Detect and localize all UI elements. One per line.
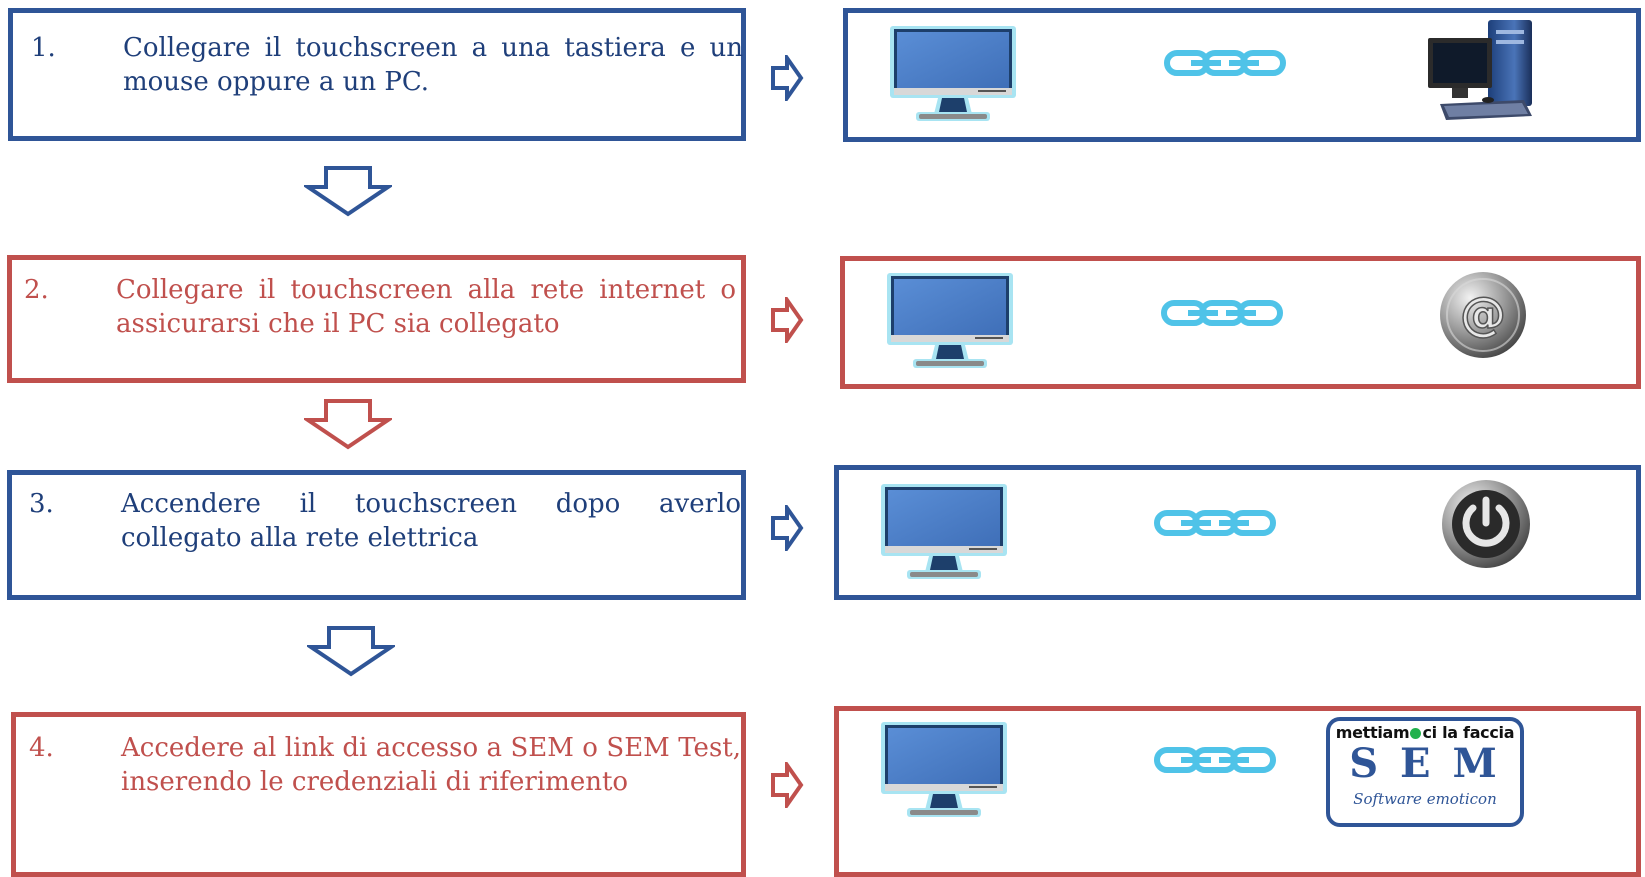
step-text: Collegare il touchscreen a una tastiera … bbox=[123, 33, 743, 97]
chain-link-icon bbox=[1163, 48, 1288, 78]
arrow-right-icon bbox=[770, 297, 804, 343]
desktop-pc-icon bbox=[1428, 20, 1532, 120]
arrow-right-icon bbox=[770, 505, 804, 551]
chain-link-icon bbox=[1160, 298, 1285, 328]
arrow-down-icon bbox=[304, 165, 392, 217]
step-text: Accendere il touchscreen dopo averlo col… bbox=[121, 489, 741, 553]
step-1: 1. Collegare il touchscreen a una tastie… bbox=[31, 31, 743, 111]
monitor-icon bbox=[885, 271, 1015, 371]
monitor-icon bbox=[879, 482, 1009, 582]
monitor-icon bbox=[879, 720, 1009, 820]
arrow-right-icon bbox=[770, 55, 804, 101]
arrow-down-icon bbox=[304, 398, 392, 450]
sem-subtitle: Software emoticon bbox=[1353, 790, 1497, 808]
step-2-box: 2. Collegare il touchscreen alla rete in… bbox=[7, 255, 746, 383]
step-4: 4. Accedere al link di accesso a SEM o S… bbox=[29, 731, 741, 811]
step-3-box: 3. Accendere il touchscreen dopo averlo … bbox=[7, 470, 746, 600]
step-number: 3. bbox=[29, 489, 54, 519]
monitor-icon bbox=[888, 24, 1018, 124]
power-button-icon bbox=[1442, 480, 1530, 568]
step-3: 3. Accendere il touchscreen dopo averlo … bbox=[29, 487, 741, 567]
step-4-box: 4. Accedere al link di accesso a SEM o S… bbox=[11, 712, 746, 877]
svg-text:@: @ bbox=[1460, 287, 1506, 341]
sem-title: S E M bbox=[1349, 740, 1501, 787]
chain-link-icon bbox=[1153, 745, 1278, 775]
step-number: 4. bbox=[29, 733, 54, 763]
arrow-right-icon bbox=[770, 762, 804, 808]
step-number: 1. bbox=[31, 33, 56, 63]
green-dot-icon bbox=[1410, 728, 1422, 739]
step-text: Accedere al link di accesso a SEM o SEM … bbox=[121, 733, 741, 797]
chain-link-icon bbox=[1153, 508, 1278, 538]
step-text: Collegare il touchscreen alla rete inter… bbox=[116, 275, 736, 339]
arrow-down-icon bbox=[307, 625, 395, 677]
step-2: 2. Collegare il touchscreen alla rete in… bbox=[24, 273, 739, 353]
at-sign-icon: @ bbox=[1440, 272, 1526, 358]
step-1-box: 1. Collegare il touchscreen a una tastie… bbox=[8, 8, 746, 141]
step-number: 2. bbox=[24, 275, 49, 305]
